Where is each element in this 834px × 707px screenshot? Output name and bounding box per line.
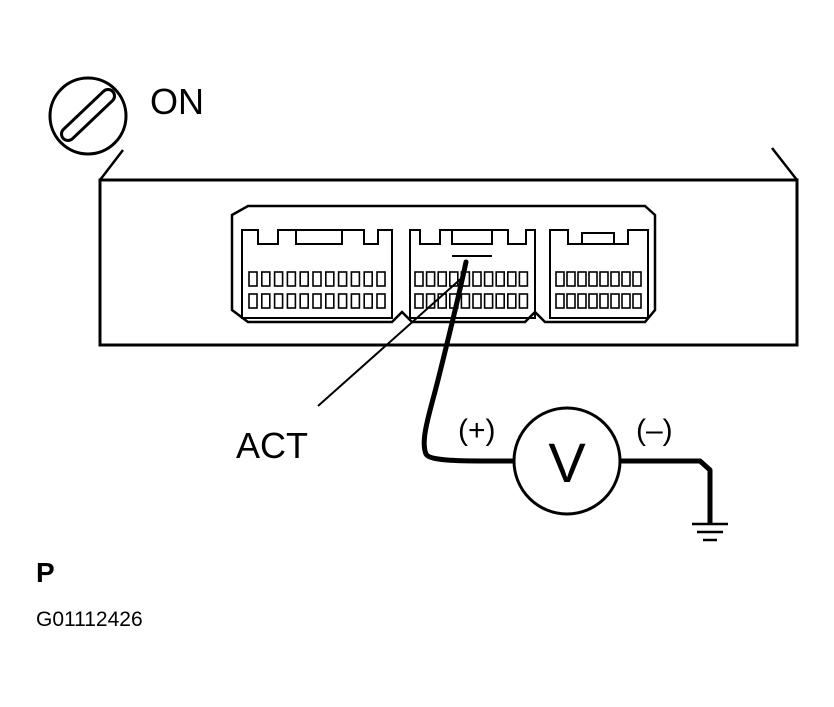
- connector-pin: [588, 271, 598, 287]
- connector-pin: [286, 271, 297, 287]
- connector-pin: [324, 293, 335, 309]
- connector-pin: [414, 271, 424, 287]
- connector-pin: [495, 293, 506, 309]
- connector-pin: [472, 271, 482, 287]
- act-leader-line: [317, 275, 465, 407]
- voltmeter-icon: V: [512, 406, 622, 516]
- connector-pin: [506, 293, 517, 309]
- connector-pin: [632, 293, 642, 309]
- connector-pin: [566, 271, 576, 287]
- connector-pins: [248, 271, 642, 309]
- voltmeter-symbol: V: [548, 431, 586, 494]
- connector-pin: [566, 293, 576, 309]
- connector-pin: [414, 293, 424, 309]
- positive-test-lead: [421, 259, 517, 464]
- connector-pin: [495, 271, 506, 287]
- connector-pin: [425, 271, 436, 287]
- connector-section-1: [241, 229, 393, 319]
- connector-section-3: [549, 229, 649, 319]
- connector-pin: [555, 293, 565, 309]
- connector-pin: [376, 293, 386, 309]
- connector-pin: [483, 271, 494, 287]
- connector-pin: [599, 271, 609, 287]
- connector-pin: [460, 293, 471, 309]
- connector-pin: [273, 293, 284, 309]
- connector-pin: [299, 271, 310, 287]
- connector-pin: [518, 293, 529, 309]
- connector-pin: [518, 271, 529, 287]
- connector-pin: [337, 293, 348, 309]
- connector-pin: [260, 293, 271, 309]
- connector-pin: [337, 271, 348, 287]
- connector-pin: [273, 271, 284, 287]
- connector-section-2: [409, 229, 536, 319]
- connector-pin: [363, 271, 374, 287]
- connector-pin: [621, 293, 631, 309]
- connector-pin: [472, 293, 482, 309]
- negative-test-lead: [620, 458, 713, 524]
- positive-label: (+): [458, 414, 496, 447]
- ignition-on-label: ON: [150, 81, 204, 122]
- connector-pin: [437, 271, 448, 287]
- connector-pin: [506, 271, 517, 287]
- connector-pin: [577, 271, 587, 287]
- figure-letter: P: [36, 557, 55, 588]
- connector-pin: [555, 271, 565, 287]
- connector-pin: [621, 271, 631, 287]
- connector-pin: [437, 293, 448, 309]
- connector-pin: [312, 293, 322, 309]
- connector-pin: [376, 271, 386, 287]
- connector-pin: [248, 293, 258, 309]
- act-terminal-label: ACT: [236, 425, 308, 466]
- ignition-switch-icon: [48, 76, 128, 156]
- connector-pin: [324, 271, 335, 287]
- ecu-connector-block: [230, 204, 657, 324]
- connector-pin: [632, 271, 642, 287]
- connector-pin: [260, 271, 271, 287]
- connector-pin: [312, 271, 322, 287]
- connector-pin: [248, 271, 258, 287]
- connector-pin: [588, 293, 598, 309]
- connector-pin: [299, 293, 310, 309]
- negative-label: (–): [636, 414, 673, 447]
- ground-icon: [692, 522, 728, 542]
- figure-code: G01112426: [36, 608, 143, 631]
- ecu-housing: [98, 147, 799, 347]
- connector-pin: [363, 293, 374, 309]
- connector-pin: [610, 271, 620, 287]
- connector-pin: [350, 271, 361, 287]
- connector-pin: [483, 293, 494, 309]
- connector-pin: [610, 293, 620, 309]
- connector-pin: [577, 293, 587, 309]
- connector-pin: [350, 293, 361, 309]
- connector-pin: [599, 293, 609, 309]
- connector-pin: [286, 293, 297, 309]
